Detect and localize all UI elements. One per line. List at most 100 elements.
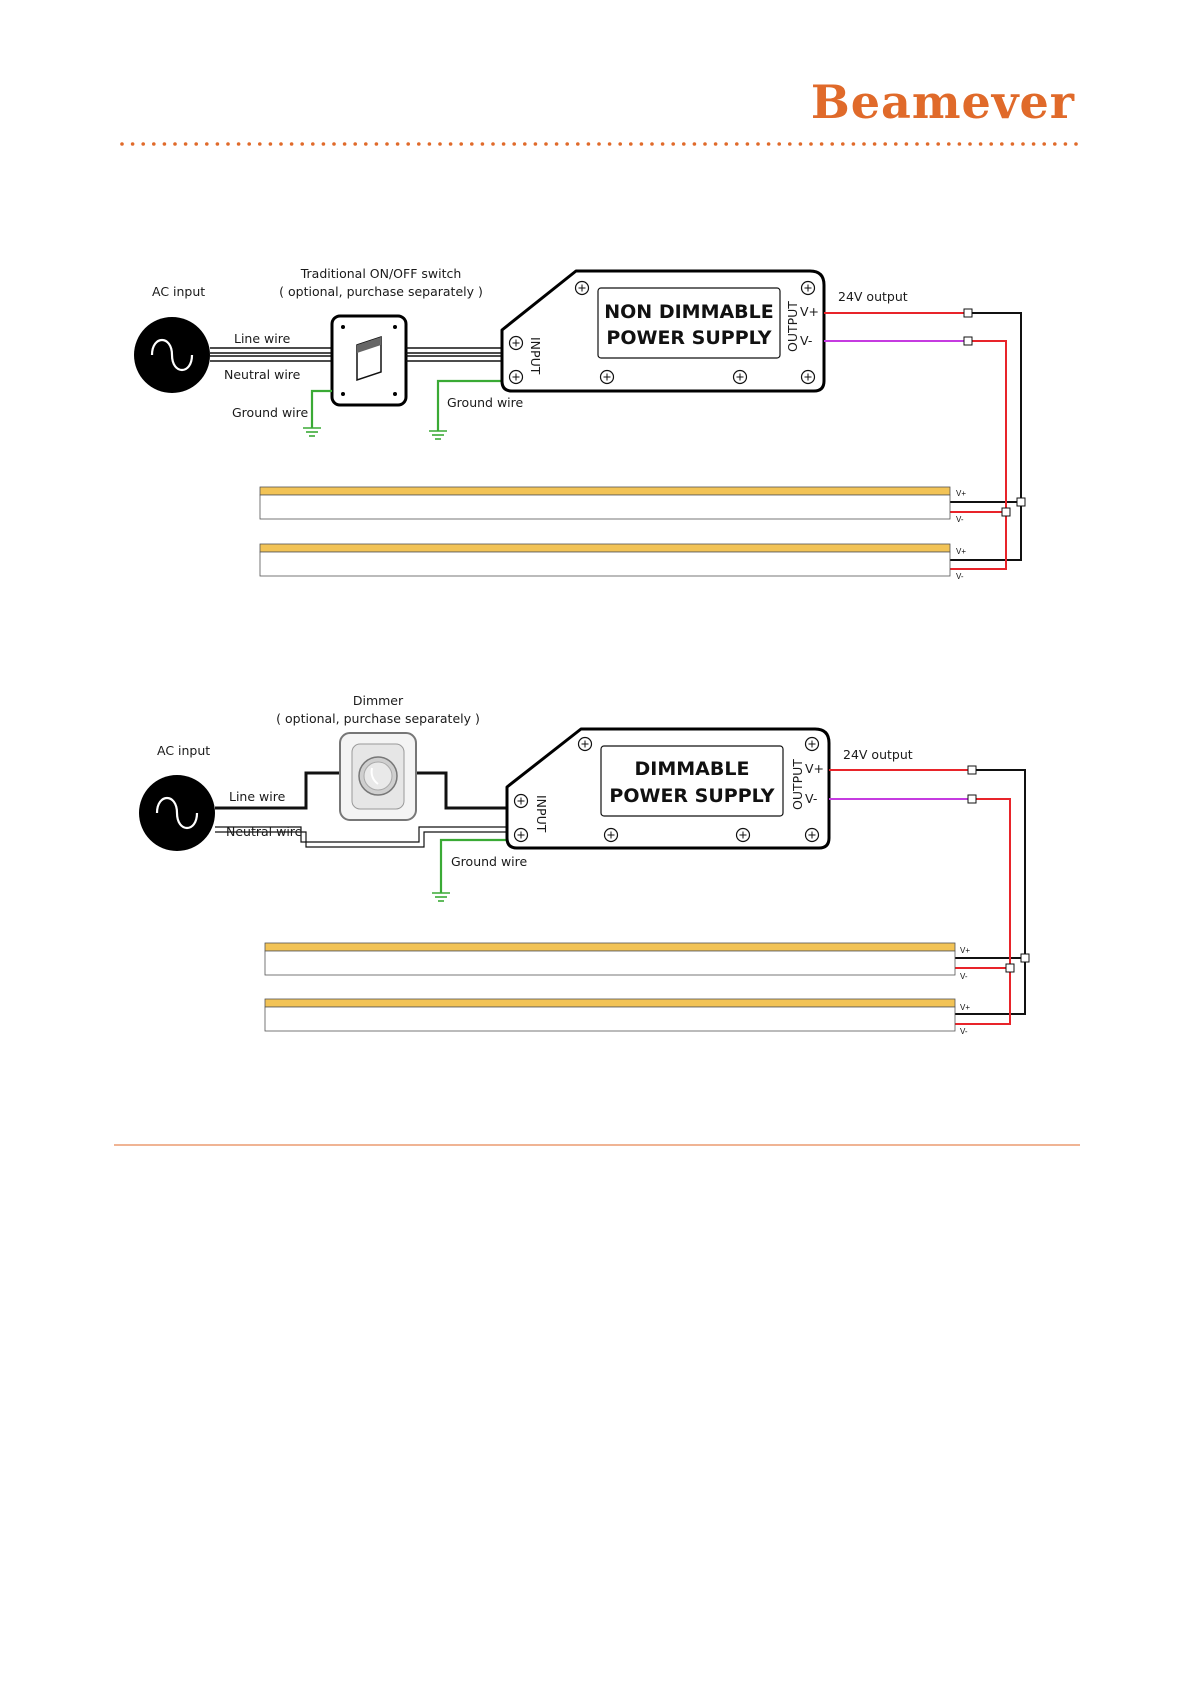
- divider-dot: [152, 142, 156, 146]
- divider-dot: [512, 142, 516, 146]
- strip2-vminus-label: V-: [960, 1027, 968, 1036]
- dimmer-note: ( optional, purchase separately ): [276, 711, 480, 726]
- divider-dot: [936, 142, 940, 146]
- psu-vminus-label: V-: [800, 333, 812, 348]
- screw-icon: [804, 827, 820, 843]
- divider-dot: [586, 142, 591, 146]
- ground-wire-2: [428, 379, 502, 440]
- output-voltage-label: 24V output: [843, 747, 913, 762]
- divider-dot: [501, 142, 506, 146]
- divider-dot: [247, 142, 251, 146]
- strip2-vminus-label: V-: [956, 572, 964, 581]
- divider-dot: [279, 142, 283, 146]
- psu-title-line2: POWER SUPPLY: [606, 327, 771, 349]
- divider-dot: [872, 142, 877, 146]
- mains-wires-to-switch: [210, 347, 332, 362]
- divider-dot: [639, 142, 644, 146]
- psu-title-line2: POWER SUPPLY: [609, 785, 774, 807]
- led-strip-2: [264, 998, 956, 1032]
- divider-dot: [120, 142, 124, 146]
- psu-input-label: INPUT: [528, 337, 543, 375]
- divider-dot: [978, 142, 983, 146]
- divider-dot: [703, 142, 707, 146]
- divider-dot: [650, 142, 654, 146]
- divider-dot: [565, 142, 569, 146]
- screw-icon: [804, 736, 820, 752]
- divider-dot: [342, 142, 347, 146]
- divider-dot: [788, 142, 792, 146]
- divider-dot: [607, 142, 612, 146]
- output-voltage-label: 24V output: [838, 289, 908, 304]
- ac-input-label: AC input: [152, 284, 205, 299]
- divider-dot: [629, 142, 633, 146]
- divider-dot: [438, 142, 442, 146]
- divider-dot: [374, 142, 379, 146]
- divider-dot: [904, 142, 909, 146]
- screw-icon: [735, 827, 751, 843]
- divider-dot: [141, 142, 145, 146]
- divider-dot: [851, 142, 856, 146]
- divider-dot: [798, 142, 803, 146]
- screw-icon: [577, 736, 593, 752]
- screw-icon: [732, 369, 748, 385]
- psu-input-label: INPUT: [534, 795, 549, 833]
- psu-vplus-label: V+: [805, 761, 824, 776]
- divider-dot: [841, 142, 845, 146]
- divider-dot: [427, 142, 432, 146]
- divider-dot: [544, 142, 548, 146]
- screw-icon: [800, 280, 816, 296]
- ac-source-icon: [134, 317, 210, 393]
- on-off-switch-icon: [330, 314, 408, 407]
- divider-dot: [226, 142, 230, 146]
- dimmer-icon: [339, 732, 417, 821]
- divider-dot: [1074, 142, 1078, 146]
- divider-dot: [194, 142, 198, 146]
- diagram-non-dimmable: AC input Line wire Neutral wire Traditio…: [134, 266, 1026, 581]
- strip1-vminus-label: V-: [956, 515, 964, 524]
- divider-dot: [862, 142, 866, 146]
- divider-dot: [777, 142, 781, 146]
- ground-wire: [431, 838, 507, 902]
- divider-dot: [311, 142, 315, 146]
- dimmer-title: Dimmer: [353, 693, 404, 708]
- divider-dot: [417, 142, 421, 146]
- psu-vplus-label: V+: [800, 304, 819, 319]
- ground-wire-label: Ground wire: [451, 854, 528, 869]
- screw-icon: [508, 335, 524, 351]
- divider-dot: [660, 142, 665, 146]
- led-strip-2: [259, 543, 951, 577]
- divider-dot: [756, 142, 760, 146]
- ground-wire-label-1: Ground wire: [232, 405, 309, 420]
- divider-dot: [459, 142, 464, 146]
- divider-dot: [1010, 142, 1015, 146]
- divider-dot: [766, 142, 771, 146]
- screw-icon: [513, 793, 529, 809]
- ac-source-icon: [139, 775, 215, 851]
- divider-dot: [735, 142, 739, 146]
- divider-dot: [533, 142, 538, 146]
- divider-dot: [809, 142, 813, 146]
- psu-output-label: OUTPUT: [790, 759, 805, 810]
- divider-dot: [745, 142, 750, 146]
- divider-dot: [819, 142, 824, 146]
- divider-dot: [1000, 142, 1004, 146]
- divider-dot: [205, 142, 209, 146]
- screw-icon: [574, 280, 590, 296]
- psu-title-line1: DIMMABLE: [635, 758, 750, 780]
- divider-dot: [554, 142, 559, 146]
- screw-icon: [599, 369, 615, 385]
- neutral-wire-label: Neutral wire: [226, 824, 303, 839]
- switch-title: Traditional ON/OFF switch: [300, 266, 462, 281]
- mains-wires-to-psu: [406, 347, 502, 362]
- divider-dot: [724, 142, 728, 146]
- divider-dot: [215, 142, 220, 146]
- divider-dot: [162, 142, 167, 146]
- dc-output-wiring: [824, 308, 1026, 570]
- dimmable-power-supply: DIMMABLE POWER SUPPLY INPUT OUTPUT V+ V-: [505, 727, 831, 850]
- strip1-vplus-label: V+: [956, 489, 966, 498]
- divider-dot: [989, 142, 993, 146]
- brand-logo: Beamever: [811, 75, 1075, 129]
- screw-icon: [508, 369, 524, 385]
- strip1-vminus-label: V-: [960, 972, 968, 981]
